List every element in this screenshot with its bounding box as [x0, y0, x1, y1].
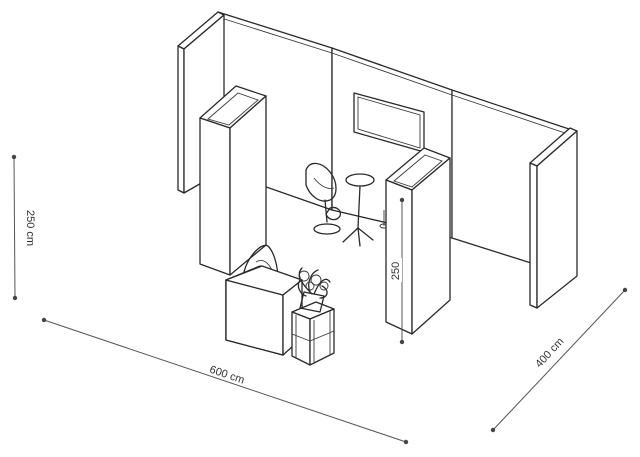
dimension-label-depth: 400 cm — [533, 336, 566, 371]
cube-shelf — [291, 301, 335, 366]
lounge-chair — [243, 244, 279, 281]
dimension-width: 600 cm — [41, 317, 409, 445]
side-wall-right — [529, 127, 578, 309]
dimension-label-height-left: 250 cm — [24, 210, 36, 246]
pillar-right — [385, 147, 451, 335]
bar-chair — [305, 162, 341, 235]
dimension-height-left: 250 cm — [11, 154, 36, 301]
potted-plant — [297, 267, 331, 313]
pillar-left — [199, 85, 267, 276]
side-wall-left — [177, 11, 225, 194]
dimension-label-width: 600 cm — [208, 364, 246, 387]
dimension-height-pillar: 250 — [390, 197, 405, 345]
counter-box — [225, 265, 303, 356]
dimension-label-height-pillar: 250 — [390, 262, 402, 280]
high-table — [342, 173, 375, 247]
dimension-depth: 400 cm — [490, 287, 628, 433]
